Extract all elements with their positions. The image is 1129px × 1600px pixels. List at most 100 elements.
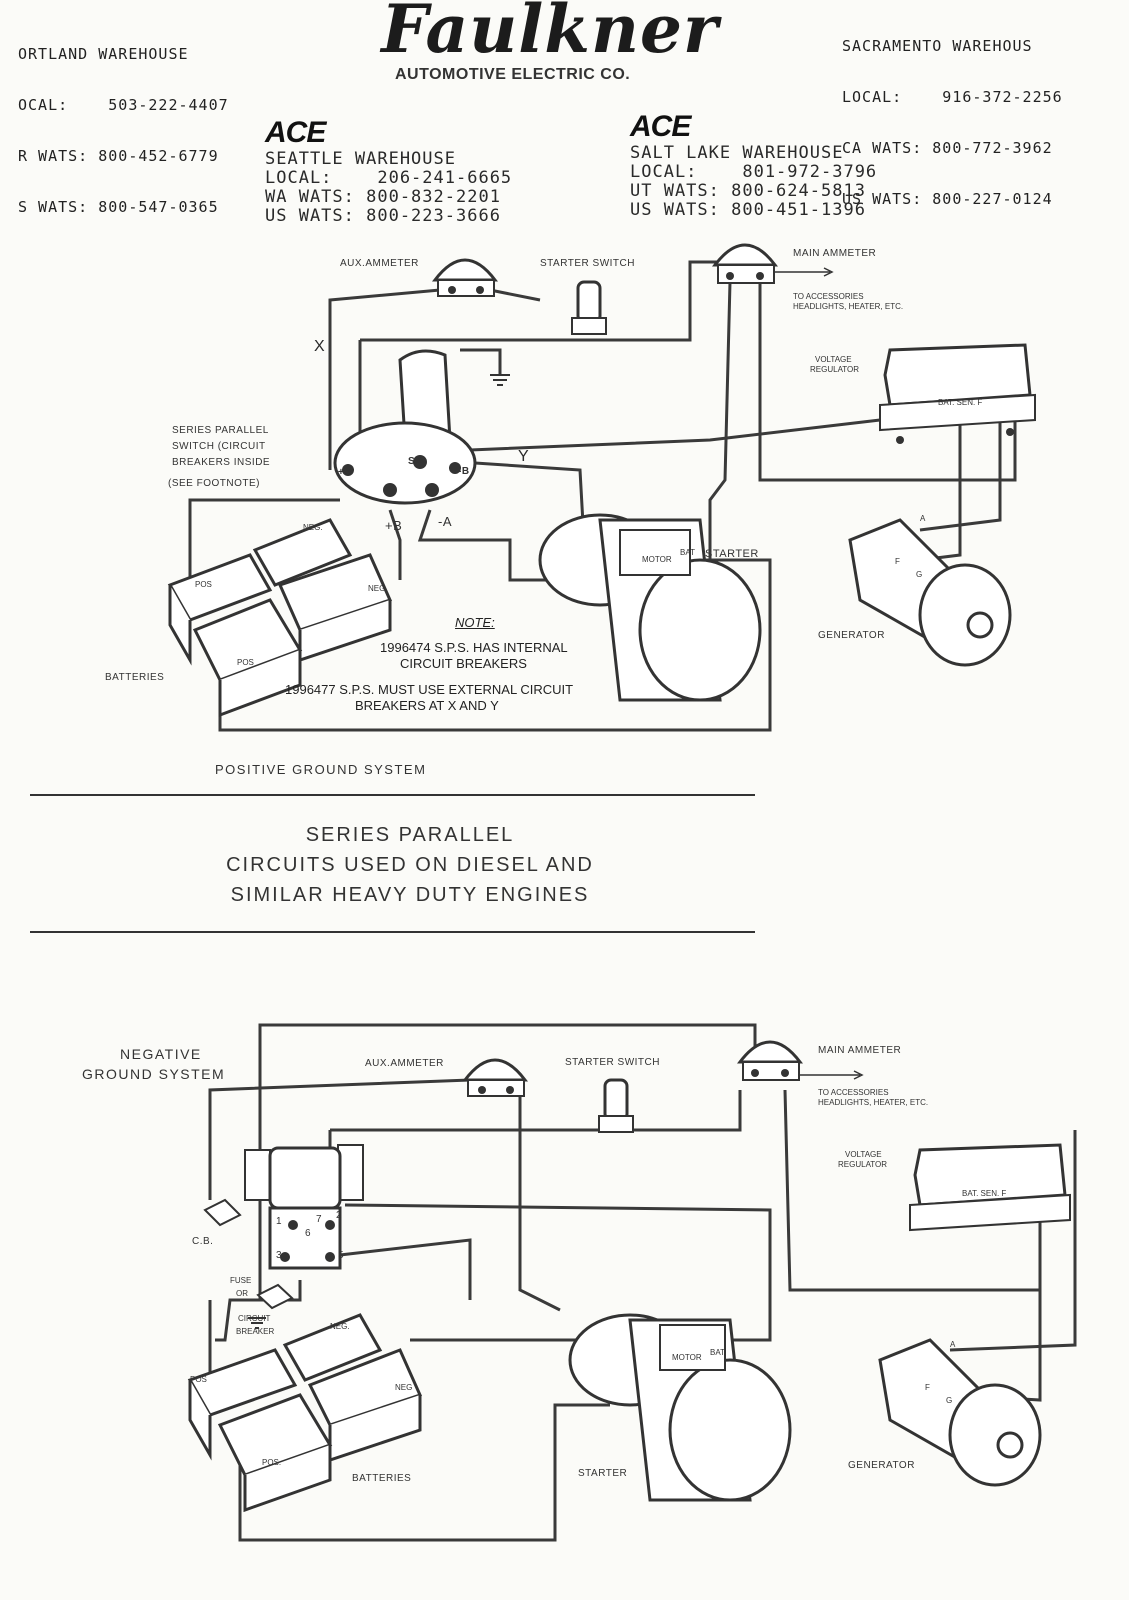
y-mark: Y: [518, 448, 529, 465]
portland-warehouse-block: ORTLAND WAREHOUSE OCAL: 503-222-4407 R W…: [18, 12, 229, 233]
generator-terminal-f: F: [895, 557, 900, 566]
pos-label: POS: [195, 580, 212, 589]
x-mark: X: [314, 338, 325, 355]
sps-label-1: SERIES PARALLEL: [172, 425, 269, 436]
batteries-label: BATTERIES: [105, 672, 165, 683]
saltlake-title: SALT LAKE WAREHOUSE: [630, 143, 844, 163]
seattle-us-wats: US WATS: 800-223-3666: [265, 206, 501, 226]
seattle-local: LOCAL: 206-241-6665: [265, 168, 513, 188]
accessories-label-1: TO ACCESSORIES: [818, 1088, 889, 1097]
regulator-terminals: BAT. SEN. F: [962, 1189, 1007, 1198]
terminal-5: 5: [338, 1250, 345, 1261]
starter-switch-neg: [598, 1078, 634, 1133]
portland-or-wats: R WATS: 800-452-6779: [18, 147, 219, 165]
circuit-breaker-cb: [203, 1198, 242, 1227]
company-subtitle: AUTOMOTIVE ELECTRIC CO.: [395, 66, 631, 83]
bat-terminal-label: BAT: [680, 548, 695, 557]
neg-label: NEG: [368, 584, 386, 593]
series-parallel-switch-neg: [244, 1144, 364, 1270]
series-parallel-switch: [333, 349, 477, 505]
starter-motor-neg: [568, 1313, 792, 1502]
batteries-pos: [167, 518, 393, 718]
negative-ground-label-1: NEGATIVE: [120, 1046, 202, 1062]
faulkner-script-logo: Faulkner: [381, 0, 719, 68]
bat-terminal-label: BAT: [710, 1348, 725, 1357]
generator-label: GENERATOR: [818, 630, 885, 641]
title-line-1: SERIES PARALLEL: [305, 824, 515, 846]
voltage-regulator-neg: [909, 1143, 1071, 1232]
saltlake-warehouse-block: ACE SALT LAKE WAREHOUSE LOCAL: 801-972-3…: [630, 110, 877, 220]
ace-logo: ACE: [630, 110, 691, 143]
generator-terminal-a: A: [950, 1340, 956, 1349]
generator-terminal-g: G: [916, 570, 923, 579]
motor-terminal-label: MOTOR: [642, 555, 672, 564]
sacramento-us-wats: US WATS: 800-227-0124: [842, 190, 1053, 208]
batteries-neg: [187, 1313, 423, 1513]
terminal-7: 7: [316, 1214, 323, 1225]
generator-label: GENERATOR: [848, 1460, 915, 1471]
starter-motor-pos: [538, 513, 762, 702]
generator-terminal-g: G: [946, 1396, 953, 1405]
fuse-label-3: CIRCUIT: [238, 1314, 271, 1323]
generator-terminal-a: A: [920, 514, 926, 523]
note-line-3: 1996477 S.P.S. MUST USE EXTERNAL CIRCUIT: [285, 682, 574, 697]
sps-label-3: BREAKERS INSIDE: [172, 457, 271, 468]
aux-ammeter-neg: [461, 1058, 529, 1097]
seattle-wa-wats: WA WATS: 800-832-2201: [265, 187, 501, 207]
accessories-label-1: TO ACCESSORIES: [793, 292, 864, 301]
main-ammeter-label: MAIN AMMETER: [818, 1045, 902, 1056]
motor-terminal-label: MOTOR: [672, 1353, 702, 1362]
sps-label-2: SWITCH (CIRCUIT: [172, 441, 266, 452]
neg-label: NEG.: [303, 523, 323, 532]
regulator-terminals: BAT. SEN. F: [938, 398, 983, 407]
generator-pos: [848, 518, 1012, 667]
note-title: NOTE:: [455, 615, 495, 630]
batteries-label: BATTERIES: [352, 1473, 412, 1484]
aux-ammeter-pos: [431, 258, 499, 297]
terminal-6: 6: [305, 1228, 312, 1239]
faulkner-logo: Faulkner: [330, 0, 770, 68]
sps-label-4: (SEE FOOTNOTE): [168, 478, 260, 489]
sacramento-warehouse-block: SACRAMENTO WAREHOUS LOCAL: 916-372-2256 …: [842, 4, 1063, 225]
ground-symbol: [490, 374, 510, 386]
terminal-minus-b: -B: [458, 466, 470, 477]
voltage-regulator-label-1: VOLTAGE: [845, 1150, 882, 1159]
accessories-label-2: HEADLIGHTS, HEATER, ETC.: [818, 1098, 929, 1107]
terminal-plus-b: +B: [385, 518, 403, 533]
terminal-1: 1: [276, 1216, 283, 1227]
title-line-2: CIRCUITS USED ON DIESEL AND: [226, 854, 594, 876]
terminal-3: 3: [276, 1250, 283, 1261]
voltage-regulator-label-2: REGULATOR: [838, 1160, 888, 1169]
neg-label: NEG: [395, 1383, 413, 1392]
generator-terminal-f: F: [925, 1383, 930, 1392]
positive-ground-system-label: POSITIVE GROUND SYSTEM: [215, 762, 427, 777]
terminal-2: 2: [336, 1210, 343, 1221]
fuse-circuit-breaker: [248, 1283, 294, 1329]
neg-label: NEG.: [330, 1322, 350, 1331]
saltlake-ut-wats: UT WATS: 800-624-5813: [630, 181, 866, 201]
ace-logo: ACE: [265, 116, 326, 149]
seattle-title: SEATTLE WAREHOUSE: [265, 149, 456, 169]
pos-label: POS: [237, 658, 254, 667]
positive-wires: [188, 260, 1017, 732]
starter-label: STARTER: [705, 548, 759, 560]
seattle-warehouse-block: ACE SEATTLE WAREHOUSE LOCAL: 206-241-666…: [265, 116, 512, 226]
cb-label: C.B.: [192, 1236, 214, 1247]
negative-ground-label-2: GROUND SYSTEM: [82, 1066, 226, 1082]
diagram-title-block: SERIES PARALLEL CIRCUITS USED ON DIESEL …: [150, 820, 670, 910]
starter-switch-label: STARTER SWITCH: [540, 258, 635, 269]
generator-neg: [878, 1338, 1042, 1487]
title-line-3: SIMILAR HEAVY DUTY ENGINES: [230, 884, 590, 906]
pos-label: POS: [190, 1375, 207, 1384]
negative-wires: [208, 1023, 1077, 1542]
starter-label: STARTER: [578, 1468, 628, 1479]
sacramento-local: LOCAL: 916-372-2256: [842, 88, 1063, 106]
fuse-label-1: FUSE: [230, 1276, 252, 1285]
pos-label: POS.: [262, 1458, 282, 1467]
sacramento-ca-wats: CA WATS: 800-772-3962: [842, 139, 1053, 157]
fuse-label-4: BREAKER: [236, 1327, 275, 1336]
saltlake-local: LOCAL: 801-972-3796: [630, 162, 878, 182]
main-ammeter-label: MAIN AMMETER: [793, 248, 877, 259]
aux-ammeter-label: AUX.AMMETER: [365, 1058, 444, 1069]
portland-us-wats: S WATS: 800-547-0365: [18, 198, 219, 216]
